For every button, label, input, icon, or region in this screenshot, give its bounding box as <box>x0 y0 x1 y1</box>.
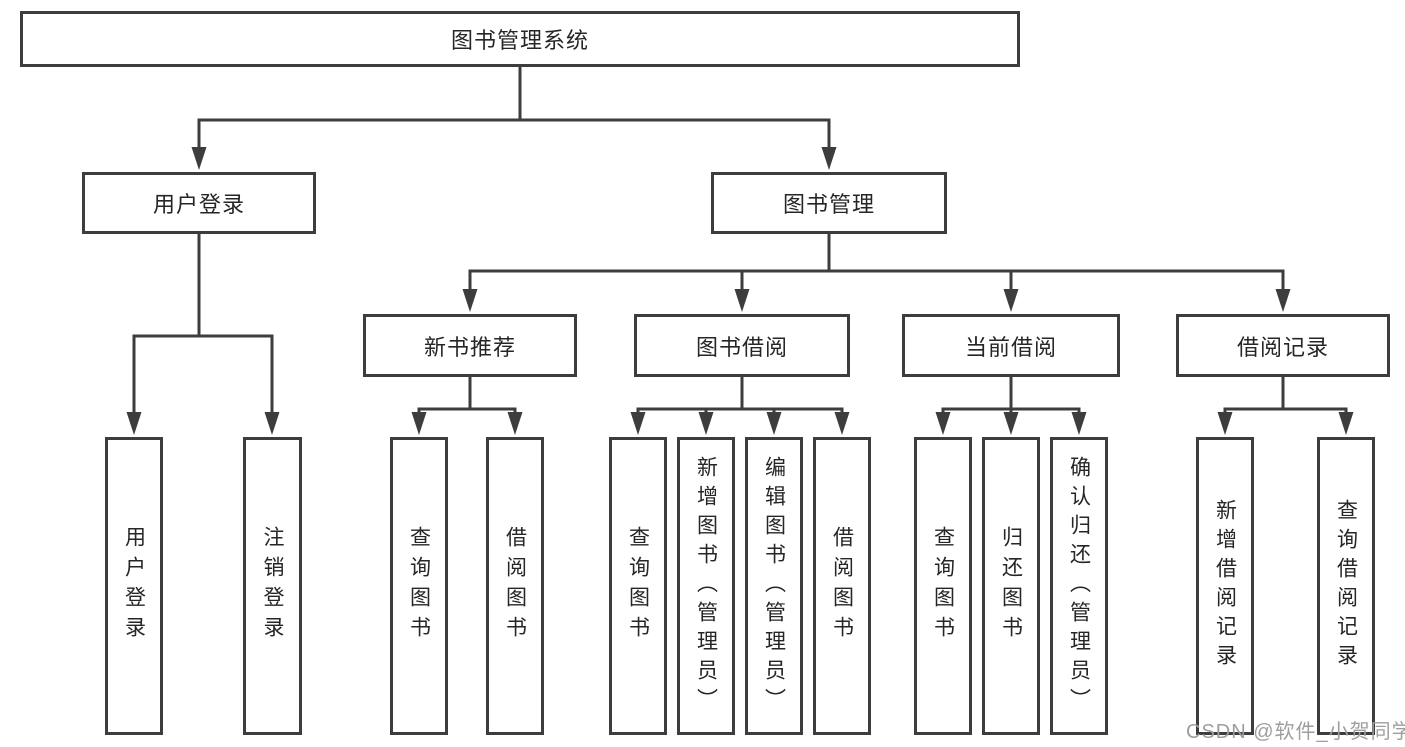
node-new-book-recommend: 新书推荐 <box>363 314 577 377</box>
node-user-login: 用户登录 <box>82 172 316 234</box>
leaf-query-book-recommend: 查询图书 <box>390 437 448 735</box>
leaf-query-book-borrow: 查询图书 <box>609 437 667 735</box>
node-label: 查询借阅记录 <box>1334 499 1358 673</box>
node-current-borrow: 当前借阅 <box>902 314 1120 377</box>
node-label: 归还图书 <box>999 526 1023 646</box>
node-root-system: 图书管理系统 <box>20 11 1020 67</box>
leaf-add-book-admin: 新增图书（管理员） <box>677 437 735 735</box>
node-label: 图书管理系统 <box>450 28 589 53</box>
leaf-borrow-book-recommend: 借阅图书 <box>486 437 544 735</box>
leaf-return-book: 归还图书 <box>982 437 1040 735</box>
node-book-management: 图书管理 <box>711 172 947 234</box>
leaf-query-borrow-record: 查询借阅记录 <box>1317 437 1375 735</box>
node-label: 查询图书 <box>626 526 650 646</box>
node-label: 新书推荐 <box>423 334 516 360</box>
node-borrow-record: 借阅记录 <box>1176 314 1390 377</box>
node-label: 借阅图书 <box>830 526 854 646</box>
csdn-watermark: CSDN @软件_小贺同学 <box>1186 721 1405 743</box>
node-label: 借阅图书 <box>503 526 527 646</box>
leaf-logout: 注销登录 <box>243 437 302 735</box>
leaf-borrow-book: 借阅图书 <box>813 437 871 735</box>
node-label: 新增借阅记录 <box>1213 499 1237 673</box>
node-label: 确认归还（管理员） <box>1067 455 1091 717</box>
node-label: 注销登录 <box>261 526 284 646</box>
node-label: 当前借阅 <box>964 334 1057 360</box>
leaf-edit-book-admin: 编辑图书（管理员） <box>745 437 803 735</box>
leaf-query-book-current: 查询图书 <box>914 437 972 735</box>
leaf-user-login: 用户登录 <box>105 437 163 735</box>
node-label: 图书管理 <box>782 192 875 217</box>
node-label: 用户登录 <box>152 192 245 217</box>
node-label: 用户登录 <box>122 526 146 646</box>
leaf-add-borrow-record: 新增借阅记录 <box>1196 437 1254 735</box>
node-label: 图书借阅 <box>695 334 788 360</box>
node-label: 新增图书（管理员） <box>694 455 718 717</box>
node-label: 借阅记录 <box>1236 334 1329 360</box>
node-label: 编辑图书（管理员） <box>762 455 786 717</box>
node-label: 查询图书 <box>407 526 431 646</box>
leaf-confirm-return-admin: 确认归还（管理员） <box>1050 437 1108 735</box>
node-label: 查询图书 <box>931 526 955 646</box>
node-book-borrow: 图书借阅 <box>634 314 850 377</box>
